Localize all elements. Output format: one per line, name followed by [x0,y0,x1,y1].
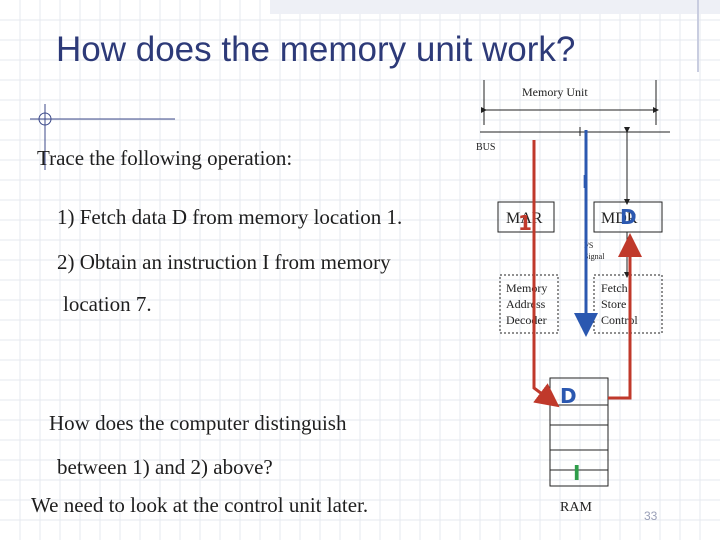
slide-title: How does the memory unit work? [56,30,576,69]
control-label-2: Store [601,297,626,311]
decoder-label-1: Memory [506,281,547,295]
step-2-text-line-2: location 7. [63,292,152,316]
mar-box [497,201,555,233]
mdr-label: MDR [601,210,638,227]
control-label-3: Control [601,313,638,327]
marker-address: 1 [518,211,532,235]
question-text-line-1: How does the computer distinguish [49,411,347,435]
step-2-text-line-1: 2) Obtain an instruction I from memory [57,250,391,274]
step-1-text: 1) Fetch data D from memory location 1. [57,205,403,229]
marker-instruction-bus: I [582,172,589,193]
data-path-arrow [608,233,642,400]
marker-instruction-ram: I [573,461,580,485]
io-signal-label-2: Signal [584,252,605,261]
decoder-label-3: Decoder [506,313,547,327]
ram-block [549,377,609,487]
address-decoder-box [499,274,559,334]
question-text-line-2: between 1) and 2) above? [57,455,273,479]
slide-number: 33 [644,509,658,523]
memory-unit-diagram: Memory Unit BUS MAR MDR I/S Signal Memor… [476,80,670,515]
bus-label: BUS [476,142,495,153]
address-path-arrow [532,140,560,408]
io-signal-label-1: I/S [584,241,593,250]
decoder-label-2: Address [506,297,546,311]
intro-text: Trace the following operation: [37,146,293,170]
marker-data-mdr: D [620,205,637,229]
ram-label: RAM [560,500,592,515]
marker-data-ram: D [560,384,577,408]
memory-unit-label: Memory Unit [522,85,588,99]
conclusion-text: We need to look at the control unit late… [31,493,369,517]
control-label-1: Fetch [601,281,628,295]
